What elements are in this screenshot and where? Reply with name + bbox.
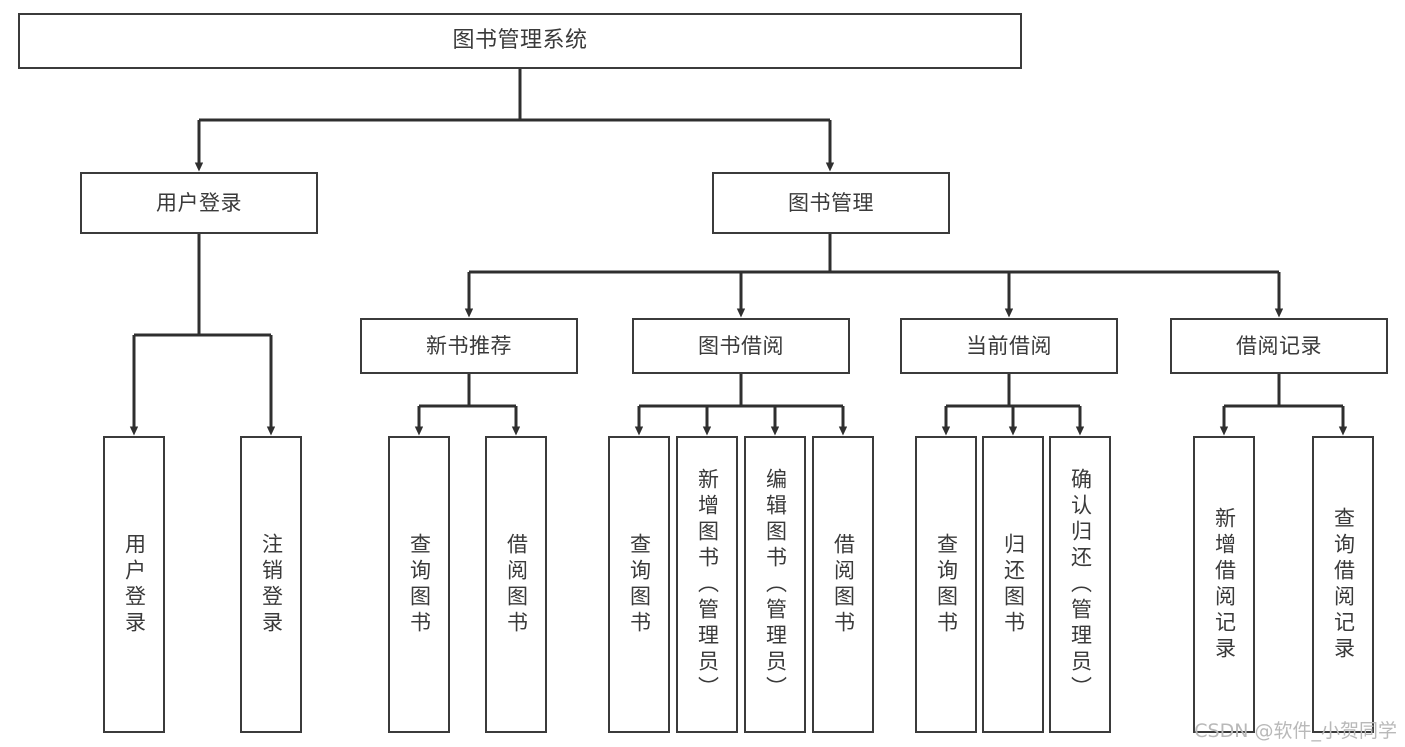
node-label: 图书管理系统 [452, 28, 588, 54]
node-label: 新书推荐 [426, 333, 512, 358]
node-label: 查询借阅记录 [1331, 506, 1356, 663]
node-label: 新增图书（管理员） [695, 467, 720, 702]
node-book-manage[interactable]: 图书管理 [712, 172, 950, 234]
node-label: 注销登录 [259, 532, 284, 637]
node-label: 当前借阅 [966, 333, 1052, 358]
node-leaf-edit-book[interactable]: 编辑图书（管理员） [744, 436, 806, 733]
node-leaf-logout[interactable]: 注销登录 [240, 436, 302, 733]
node-label: 查询图书 [627, 532, 652, 637]
node-label: 用户登录 [122, 532, 147, 637]
node-leaf-query-book-1[interactable]: 查询图书 [388, 436, 450, 733]
node-label: 借阅图书 [504, 532, 529, 637]
node-label: 查询图书 [934, 532, 959, 637]
node-label: 新增借阅记录 [1212, 506, 1237, 663]
node-book-borrow[interactable]: 图书借阅 [632, 318, 850, 374]
node-label: 编辑图书（管理员） [763, 467, 788, 702]
node-label: 确认归还（管理员） [1068, 467, 1093, 702]
node-leaf-user-login[interactable]: 用户登录 [103, 436, 165, 733]
node-new-book-recommend[interactable]: 新书推荐 [360, 318, 578, 374]
node-user-login[interactable]: 用户登录 [80, 172, 318, 234]
node-leaf-return-book[interactable]: 归还图书 [982, 436, 1044, 733]
node-root-system[interactable]: 图书管理系统 [18, 13, 1022, 69]
node-leaf-add-book[interactable]: 新增图书（管理员） [676, 436, 738, 733]
node-label: 借阅记录 [1236, 333, 1322, 358]
node-leaf-borrow-book-2[interactable]: 借阅图书 [812, 436, 874, 733]
node-leaf-query-record[interactable]: 查询借阅记录 [1312, 436, 1374, 733]
node-label: 图书管理 [788, 190, 874, 215]
node-leaf-query-book-2[interactable]: 查询图书 [608, 436, 670, 733]
node-leaf-add-record[interactable]: 新增借阅记录 [1193, 436, 1255, 733]
node-current-borrow[interactable]: 当前借阅 [900, 318, 1118, 374]
node-leaf-borrow-book-1[interactable]: 借阅图书 [485, 436, 547, 733]
node-label: 借阅图书 [831, 532, 856, 637]
node-leaf-query-book-3[interactable]: 查询图书 [915, 436, 977, 733]
node-label: 图书借阅 [698, 333, 784, 358]
node-leaf-confirm-return[interactable]: 确认归还（管理员） [1049, 436, 1111, 733]
node-borrow-record[interactable]: 借阅记录 [1170, 318, 1388, 374]
node-label: 归还图书 [1001, 532, 1026, 637]
watermark-credit: CSDN @软件_小贺同学 [1194, 720, 1397, 742]
node-label: 查询图书 [407, 532, 432, 637]
node-label: 用户登录 [156, 190, 242, 215]
